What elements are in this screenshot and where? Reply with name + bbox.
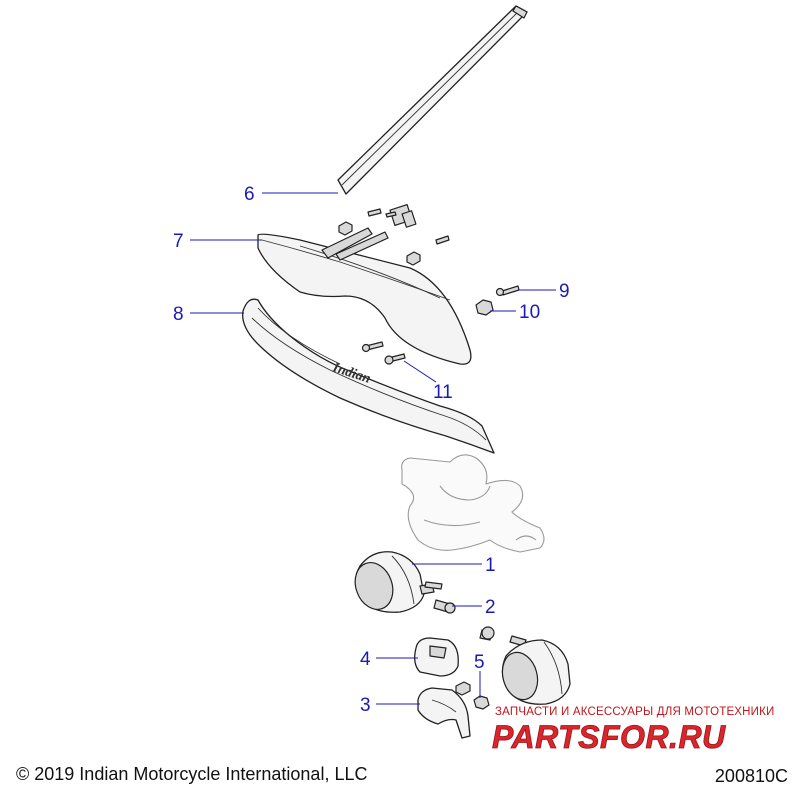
callout-5: 5 [474,652,485,673]
part-9-screw[interactable] [495,285,520,297]
callout-3: 3 [360,695,371,716]
fastener-group-7 [338,208,450,266]
callout-9: 9 [559,281,570,302]
part-2-bolts[interactable] [424,581,527,647]
partsfor-watermark-logo: PARTSFOR.RU [492,719,726,756]
watermark-logo-text: PARTSFOR.RU [492,719,726,755]
part-6-trim-strip[interactable] [337,5,528,195]
callout-8: 8 [173,304,184,325]
part-11-bolts[interactable] [361,341,406,365]
callout-7: 7 [173,231,184,252]
callout-1: 1 [485,555,496,576]
callout-6: 6 [244,184,255,205]
part-3-bracket[interactable] [417,681,471,739]
part-1-turn-signal[interactable] [349,551,435,615]
fender-bracket-reference [401,454,545,553]
copyright-notice: © 2019 Indian Motorcycle International, … [16,764,368,784]
part-8-indian-bezel[interactable]: Indian [241,298,495,454]
callout-10: 10 [519,302,540,323]
part-1-turn-signal-right[interactable] [497,639,571,705]
part-4-lamp-housing[interactable] [414,637,459,677]
drawing-number: 200810C [714,766,788,786]
leader-lines [190,192,556,705]
part-7-light-housing[interactable] [257,204,472,365]
callout-11: 11 [433,382,453,403]
part-10-nut[interactable] [475,299,494,316]
part-5-nut[interactable] [473,695,490,710]
callout-2: 2 [485,597,496,618]
watermark-tagline: ЗАПЧАСТИ И АКСЕССУАРЫ ДЛЯ МОТОТЕХНИКИ [495,706,775,718]
callout-4: 4 [360,649,371,670]
